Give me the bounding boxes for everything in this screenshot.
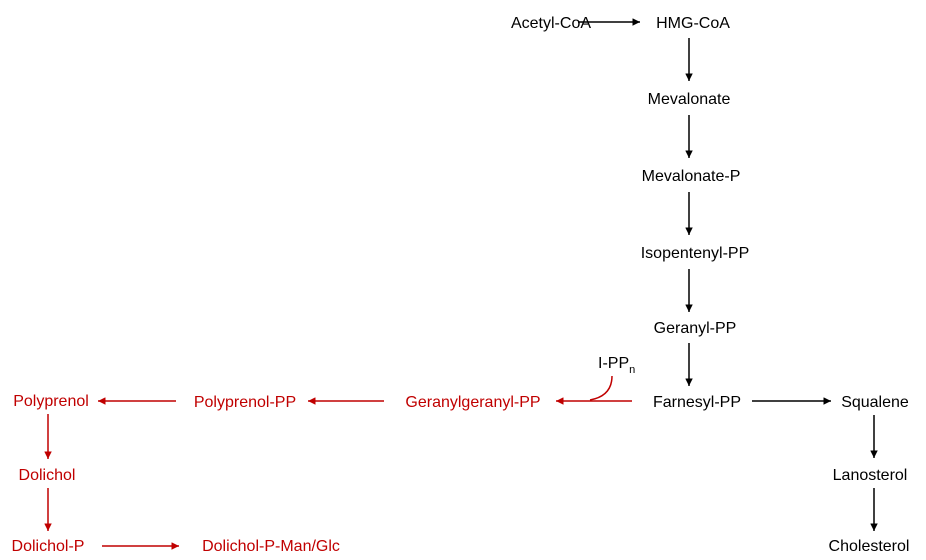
node-polyprenol-pp: Polyprenol-PP [194, 394, 296, 411]
arrow-ipp-joining-curve [589, 375, 613, 401]
node-mevalonate: Mevalonate [648, 91, 731, 108]
node-mevalonate-p: Mevalonate-P [642, 168, 741, 185]
node-cholesterol: Cholesterol [829, 538, 910, 555]
node-polyprenol: Polyprenol [13, 393, 89, 410]
node-dolichol-p: Dolichol-P [12, 538, 85, 555]
cofactor-subscript: n [629, 364, 635, 376]
node-acetyl-coa: Acetyl-CoA [511, 15, 591, 32]
node-geranylgeranyl-pp: Geranylgeranyl-PP [405, 394, 540, 411]
node-geranyl-pp: Geranyl-PP [654, 320, 737, 337]
node-farnesyl-pp: Farnesyl-PP [653, 394, 741, 411]
node-lanosterol: Lanosterol [833, 467, 908, 484]
node-hmg-coa: HMG-CoA [656, 15, 730, 32]
cofactor-ipp-n: I-PPn [598, 355, 635, 376]
node-isopentenyl-pp: Isopentenyl-PP [641, 245, 750, 262]
cofactor-base: I-PP [598, 355, 629, 372]
node-dolichol-p-man-glc: Dolichol-P-Man/Glc [202, 538, 340, 555]
node-squalene: Squalene [841, 394, 909, 411]
node-dolichol: Dolichol [19, 467, 76, 484]
